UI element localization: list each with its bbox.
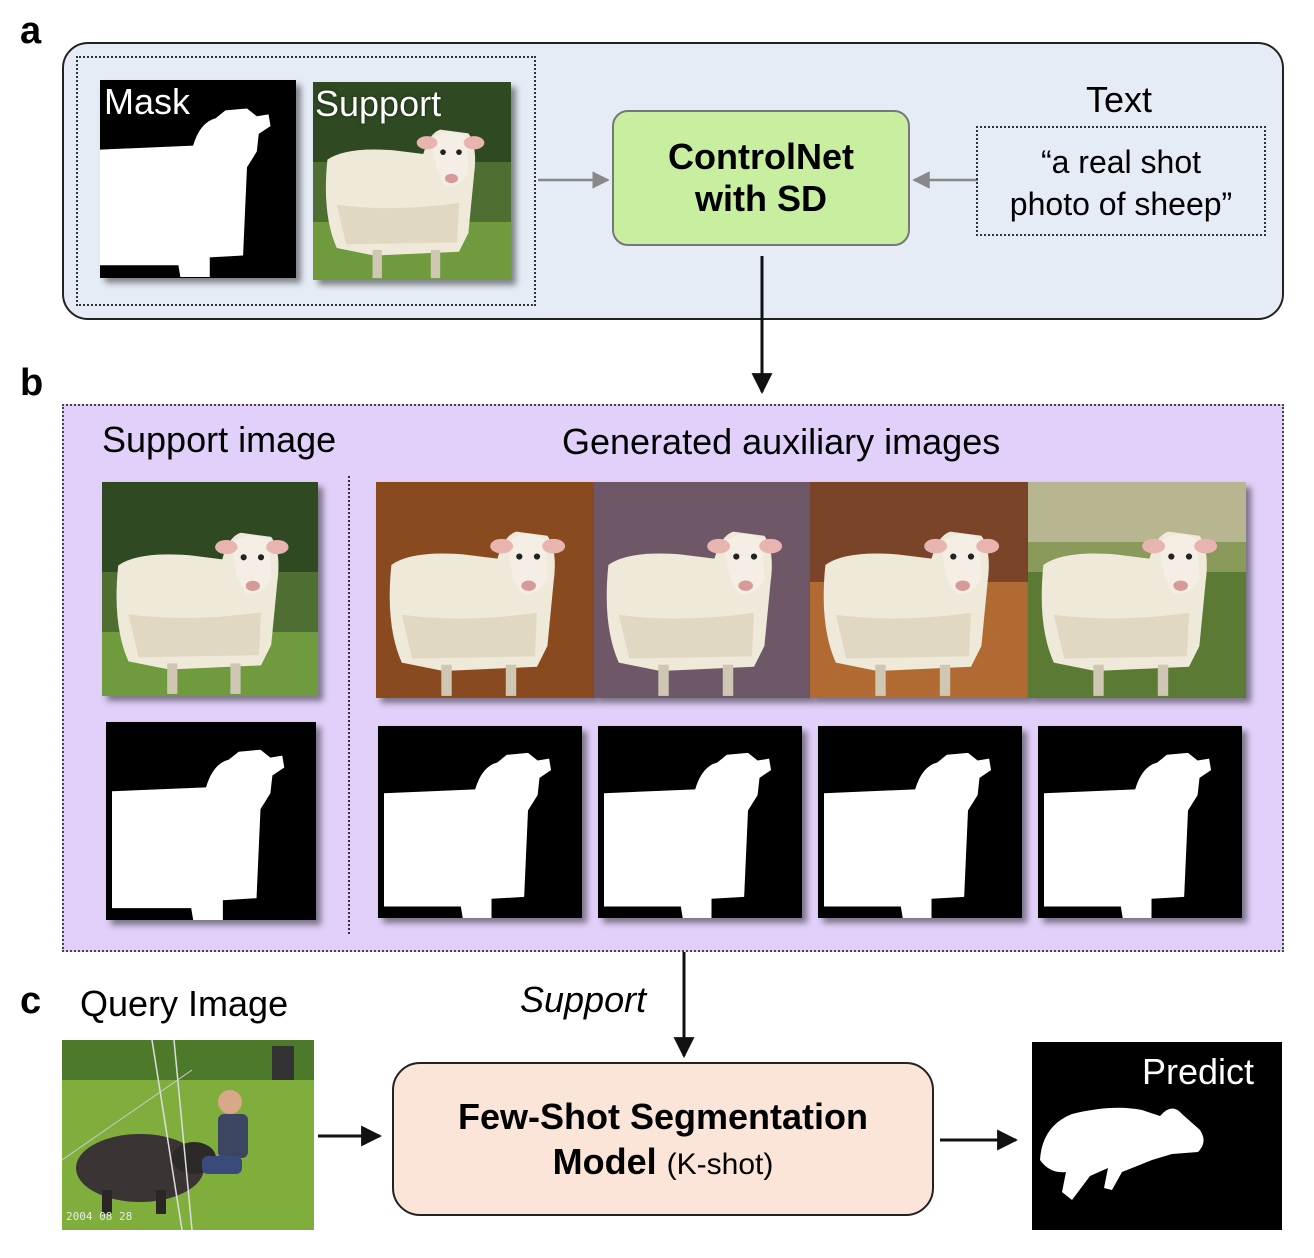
generated-mask-1	[378, 726, 582, 918]
panel-label-b: b	[20, 362, 44, 404]
text-prompt-line1: “a real shot	[1040, 144, 1202, 180]
support-mask-image: Mask	[100, 80, 296, 278]
generated-image-1	[376, 482, 594, 698]
query-date-stamp: 2004 08 28	[66, 1210, 133, 1223]
arrow-inputs-to-controlnet	[538, 171, 610, 189]
text-heading: Text	[1086, 79, 1153, 120]
panel-label-c: c	[20, 980, 42, 1022]
generated-mask-4	[1038, 726, 1242, 918]
support-divider	[348, 476, 350, 934]
generated-image-2	[594, 482, 810, 698]
support-arrow-label: Support	[520, 979, 647, 1020]
generated-images-caption: Generated auxiliary images	[562, 421, 1001, 462]
few-shot-model-line1: Few-Shot Segmentation	[457, 1096, 868, 1137]
support-label: Support	[315, 83, 442, 124]
arrow-text-to-controlnet	[912, 171, 978, 189]
support-image-caption: Support image	[102, 419, 337, 460]
arrow-controlnet-to-generated	[751, 256, 773, 395]
few-shot-model-kshot: (K-shot)	[666, 1148, 774, 1181]
controlnet-line2: with SD	[694, 178, 827, 219]
predict-label: Predict	[1142, 1051, 1255, 1092]
query-image-caption: Query Image	[80, 983, 289, 1024]
mask-label: Mask	[104, 81, 191, 122]
controlnet-box: ControlNet with SD	[612, 110, 910, 246]
generated-image-3	[810, 482, 1028, 698]
generated-image-4	[1028, 482, 1246, 698]
generated-mask-2	[598, 726, 802, 918]
text-prompt-box: “a real shot photo of sheep”	[976, 126, 1266, 236]
arrow-support-to-model	[673, 952, 695, 1059]
support-photo: Support	[313, 82, 511, 280]
few-shot-model-box: Few-Shot Segmentation Model (K-shot)	[392, 1062, 934, 1216]
input-pair-box	[76, 56, 536, 306]
arrow-model-to-predict	[940, 1129, 1019, 1151]
support-image-photo	[102, 482, 318, 696]
generated-mask-3	[818, 726, 1022, 918]
query-photo: 2004 08 28	[62, 1040, 314, 1230]
prediction-mask: Predict	[1032, 1042, 1282, 1230]
panel-label-a: a	[20, 10, 42, 52]
text-prompt-line2: photo of sheep”	[1009, 185, 1233, 222]
arrow-query-to-model	[318, 1125, 383, 1147]
controlnet-line1: ControlNet	[668, 135, 854, 177]
support-mask	[106, 722, 316, 920]
few-shot-model-line2: Model	[552, 1141, 657, 1182]
